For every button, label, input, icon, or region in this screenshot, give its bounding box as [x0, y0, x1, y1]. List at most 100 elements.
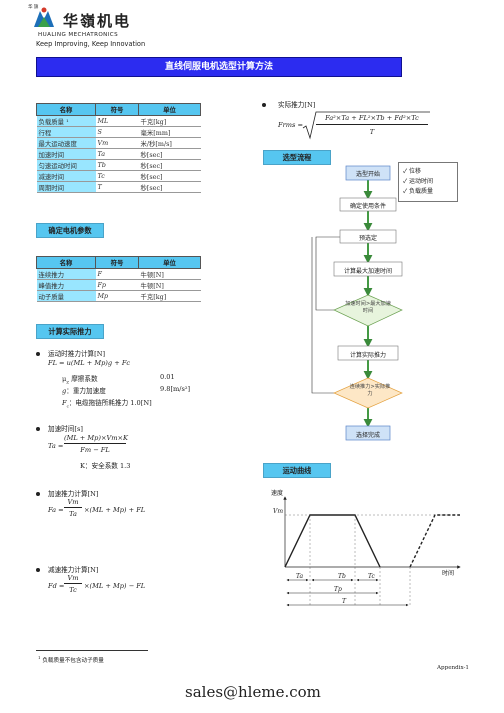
- row-symbol: T: [95, 181, 139, 193]
- selection-flowchart: [311, 165, 403, 441]
- header-name: 名称: [36, 256, 96, 269]
- row-symbol: Ta: [95, 148, 139, 160]
- row-name: 周期时间: [36, 181, 96, 193]
- bullet-icon: [36, 492, 40, 496]
- decel-thrust-label: 减速推力计算[N]: [48, 566, 99, 574]
- fraction-bar: [316, 124, 428, 125]
- segment-tb-label: Tb: [338, 573, 346, 580]
- row-unit: 毫米[mm]: [138, 126, 201, 138]
- decel-thrust-lhs: Fd =: [48, 582, 65, 590]
- row-name: 负载质量 ¹: [36, 115, 96, 127]
- note-subscript: Z: [66, 379, 70, 385]
- company-tagline: Keep Improving, Keep Innovation: [36, 40, 146, 48]
- row-name: 最大运动速度: [36, 137, 96, 149]
- row-name: 动子质量: [36, 290, 96, 302]
- header-symbol: 符号: [95, 103, 139, 116]
- rms-numerator: Fa²×Ta + FL²×Tb + Fd²×Tc: [325, 114, 419, 122]
- checklist-label: 负载质量: [409, 188, 434, 195]
- note-text: ：电缆拖链所耗推力 1.0[N]: [68, 399, 152, 407]
- running-thrust-label: 运动时推力计算[N]: [48, 350, 106, 358]
- note-symbol: μ: [62, 375, 67, 383]
- row-name: 行程: [36, 126, 96, 138]
- accel-thrust-numerator: Vm: [67, 498, 79, 506]
- row-symbol: Tc: [95, 170, 139, 182]
- vm-label: Vm: [273, 508, 284, 515]
- row-unit: 秒[sec]: [138, 159, 201, 171]
- note-value: 0.01: [160, 373, 175, 381]
- row-symbol: Vm: [95, 137, 139, 149]
- row-unit: 秒[sec]: [138, 148, 201, 160]
- axis-label-velocity: 速度: [271, 490, 284, 497]
- safety-factor-note: K：安全系数 1.3: [80, 462, 131, 470]
- accel-thrust-label: 加速推力计算[N]: [48, 490, 99, 498]
- note-subscript: c: [66, 403, 69, 409]
- row-name: 减速时间: [36, 170, 96, 182]
- footnote: 1 负载质量不包含动子质量: [38, 655, 104, 664]
- note-text: ：重力加速度: [66, 387, 106, 395]
- flow-step-start: 选型开始: [355, 171, 380, 178]
- header-unit: 单位: [138, 256, 201, 269]
- checklist-item: ✓ 运动时间: [403, 176, 457, 185]
- row-name: 匀速运动时间: [36, 159, 96, 171]
- axis-label-time: 时间: [442, 570, 455, 577]
- motion-section-heading: 运动曲线: [263, 463, 331, 478]
- row-name: 加速时间: [36, 148, 96, 160]
- note-text: 摩擦系数: [71, 375, 98, 383]
- accel-time-denominator: Fm − FL: [80, 446, 110, 454]
- page-title: 直线伺服电机选型计算方法: [36, 57, 402, 77]
- accel-time-label: 加速时间[s]: [48, 425, 83, 433]
- decel-thrust-numerator: Vm: [67, 574, 79, 582]
- footnote-text: 负载质量不包含动子质量: [42, 657, 104, 664]
- motion-profile-chart: [283, 496, 461, 607]
- bullet-icon: [262, 103, 266, 107]
- accel-time-numerator: (ML + Mp)×Vm×K: [64, 434, 128, 442]
- checklist-label: 运动时间: [409, 178, 434, 185]
- header-unit: 单位: [138, 103, 201, 116]
- footnote-divider: [36, 650, 148, 651]
- note-symbol: g: [62, 387, 67, 395]
- bullet-icon: [36, 568, 40, 572]
- header-symbol: 符号: [95, 256, 139, 269]
- row-unit: 千克[kg]: [138, 115, 201, 127]
- flow-step-actual-thrust: 计算实际推力: [349, 352, 386, 359]
- check-icon: ✓: [403, 178, 408, 185]
- row-unit: 米/秒[m/s]: [138, 137, 201, 149]
- company-logo-icon: [34, 7, 54, 27]
- accel-thrust-lhs: Fa =: [48, 506, 64, 514]
- row-unit: 秒[sec]: [138, 170, 201, 182]
- logo-small-text: 华 旗: [28, 5, 39, 10]
- segment-tc-label: Tc: [368, 573, 375, 580]
- header-name: 名称: [36, 103, 96, 116]
- segment-t-label: T: [342, 598, 347, 605]
- row-symbol: ML: [95, 115, 139, 127]
- checklist-item: ✓ 负载质量: [403, 186, 457, 195]
- condition-checklist: ✓ 位移 ✓ 运动时间 ✓ 负载质量: [398, 162, 458, 202]
- footnote-mark: 1: [38, 655, 41, 660]
- running-thrust-formula: FL = u(ML + Mp)g + Fc: [48, 359, 131, 367]
- company-name-cn: 华嶺机电: [63, 12, 132, 30]
- flow-decision-thrust: 连续推力>实际推力: [349, 384, 391, 397]
- row-symbol: Tb: [95, 159, 139, 171]
- contact-email[interactable]: sales@hleme.com: [185, 683, 321, 701]
- row-symbol: Mp: [95, 290, 139, 302]
- row-name: 连续推力: [36, 268, 96, 280]
- flow-step-max-accel: 计算最大加速时间: [343, 268, 392, 275]
- checklist-label: 位移: [409, 168, 422, 175]
- note-symbol: F: [62, 399, 67, 407]
- radical-sign-icon: [302, 111, 430, 140]
- page-label: Appendix-1: [437, 665, 469, 671]
- row-unit: 牛顿[N]: [138, 268, 201, 280]
- checklist-item: ✓ 位移: [403, 166, 457, 175]
- flow-section-heading: 选型流程: [263, 150, 331, 165]
- note-value: 9.8[m/s²]: [160, 385, 191, 393]
- bullet-icon: [36, 352, 40, 356]
- fraction-bar: [64, 507, 82, 508]
